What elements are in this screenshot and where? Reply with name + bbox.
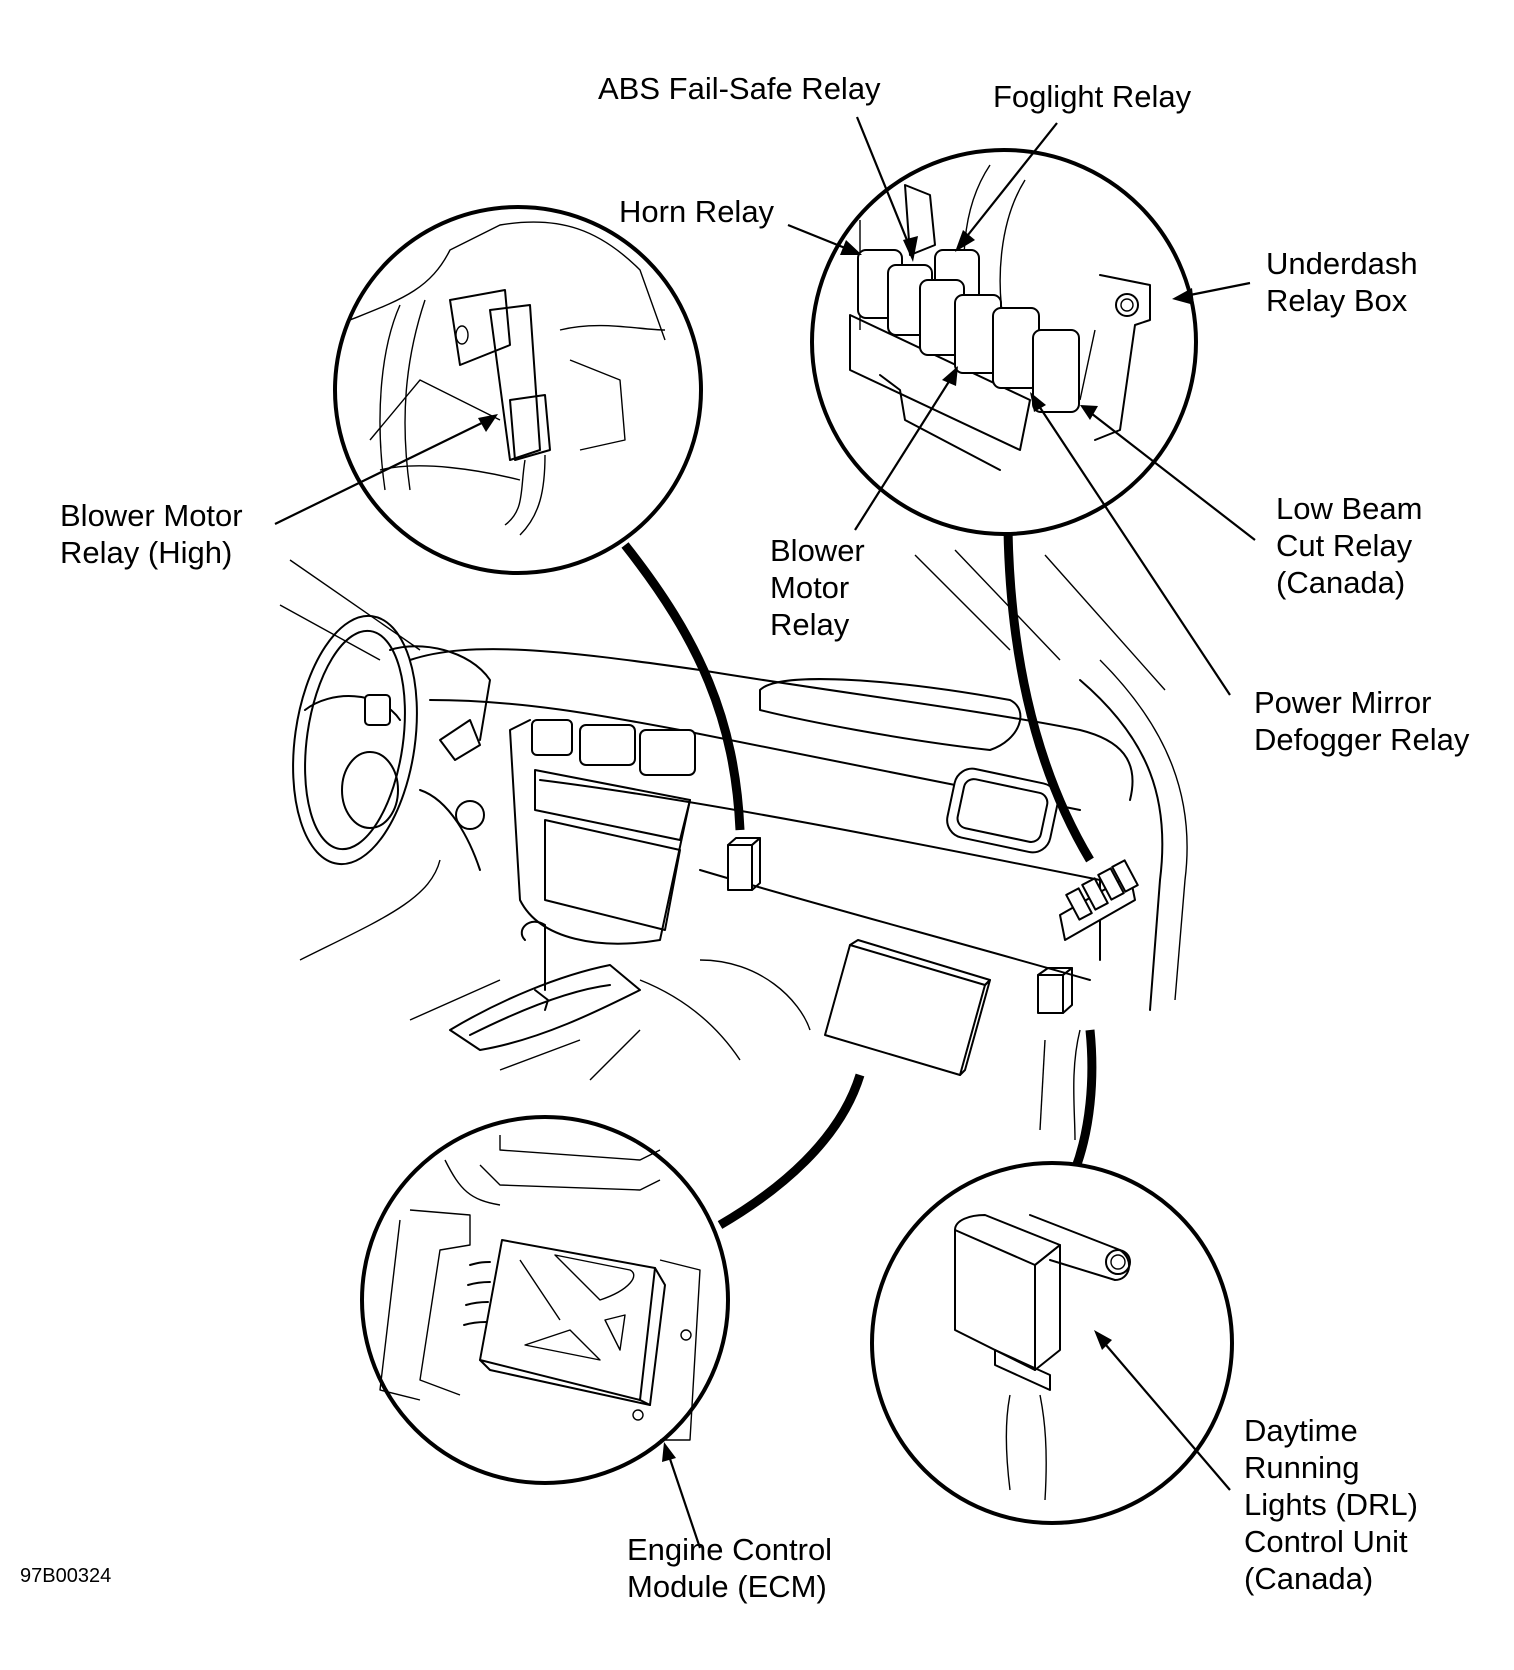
label-line: Power Mirror bbox=[1254, 685, 1432, 720]
label-line: ABS Fail-Safe Relay bbox=[598, 71, 881, 106]
label-line: Module (ECM) bbox=[627, 1569, 827, 1604]
label-line: Control Unit bbox=[1244, 1524, 1408, 1559]
label-line: Running bbox=[1244, 1450, 1360, 1485]
label-line: Foglight Relay bbox=[993, 79, 1192, 114]
underdash-relay-box-dash bbox=[1059, 859, 1139, 941]
label-abs-fail-safe-relay: ABS Fail-Safe Relay bbox=[598, 70, 881, 107]
label-line: Blower Motor bbox=[60, 498, 243, 533]
label-line: (Canada) bbox=[1244, 1561, 1374, 1596]
label-line: Underdash bbox=[1266, 246, 1418, 281]
label-line: Defogger Relay bbox=[1254, 722, 1470, 757]
relay-row bbox=[857, 249, 1080, 413]
connector-drl-detail bbox=[1070, 1029, 1097, 1172]
label-line: Motor bbox=[770, 570, 850, 605]
label-line: Engine Control bbox=[627, 1532, 833, 1567]
label-drl-control-unit: Daytime Running Lights (DRL) Control Uni… bbox=[1244, 1412, 1418, 1597]
label-power-mirror-defogger-relay: Power Mirror Defogger Relay bbox=[1254, 684, 1469, 758]
dashboard-drawing bbox=[279, 549, 1188, 1141]
label-line: Horn Relay bbox=[619, 194, 775, 229]
label-line: Relay bbox=[770, 607, 850, 642]
label-line: (Canada) bbox=[1276, 565, 1406, 600]
blower-motor-relay-dash bbox=[727, 837, 761, 891]
label-line: Cut Relay bbox=[1276, 528, 1413, 563]
label-low-beam-cut-relay: Low Beam Cut Relay (Canada) bbox=[1276, 490, 1422, 601]
leader-lines bbox=[274, 116, 1256, 1549]
label-line: Relay (High) bbox=[60, 535, 233, 570]
label-engine-control-module: Engine Control Module (ECM) bbox=[627, 1531, 832, 1605]
label-line: Blower bbox=[770, 533, 865, 568]
label-horn-relay: Horn Relay bbox=[619, 193, 774, 230]
blower-motor-relay-detail bbox=[333, 205, 703, 575]
label-underdash-relay-box: Underdash Relay Box bbox=[1266, 245, 1418, 319]
label-line: Low Beam bbox=[1276, 491, 1423, 526]
label-blower-motor-relay: Blower Motor Relay bbox=[770, 532, 865, 643]
connector-relaybox-detail bbox=[1003, 529, 1094, 863]
label-line: Relay Box bbox=[1266, 283, 1408, 318]
connector-ecm-detail bbox=[717, 1073, 865, 1229]
label-foglight-relay: Foglight Relay bbox=[993, 78, 1191, 115]
connector-blower-detail bbox=[621, 542, 745, 831]
figure-id: 97B00324 bbox=[20, 1565, 112, 1587]
ecm-dash bbox=[824, 939, 991, 1076]
label-line: Lights (DRL) bbox=[1244, 1487, 1418, 1522]
drl-control-unit-detail bbox=[870, 1161, 1234, 1525]
label-blower-motor-relay-high: Blower Motor Relay (High) bbox=[60, 497, 243, 571]
underdash-relay-box-detail bbox=[810, 148, 1198, 536]
drl-unit-dash bbox=[1037, 967, 1073, 1014]
ecm-detail bbox=[360, 1115, 730, 1485]
label-line: Daytime bbox=[1244, 1413, 1358, 1448]
